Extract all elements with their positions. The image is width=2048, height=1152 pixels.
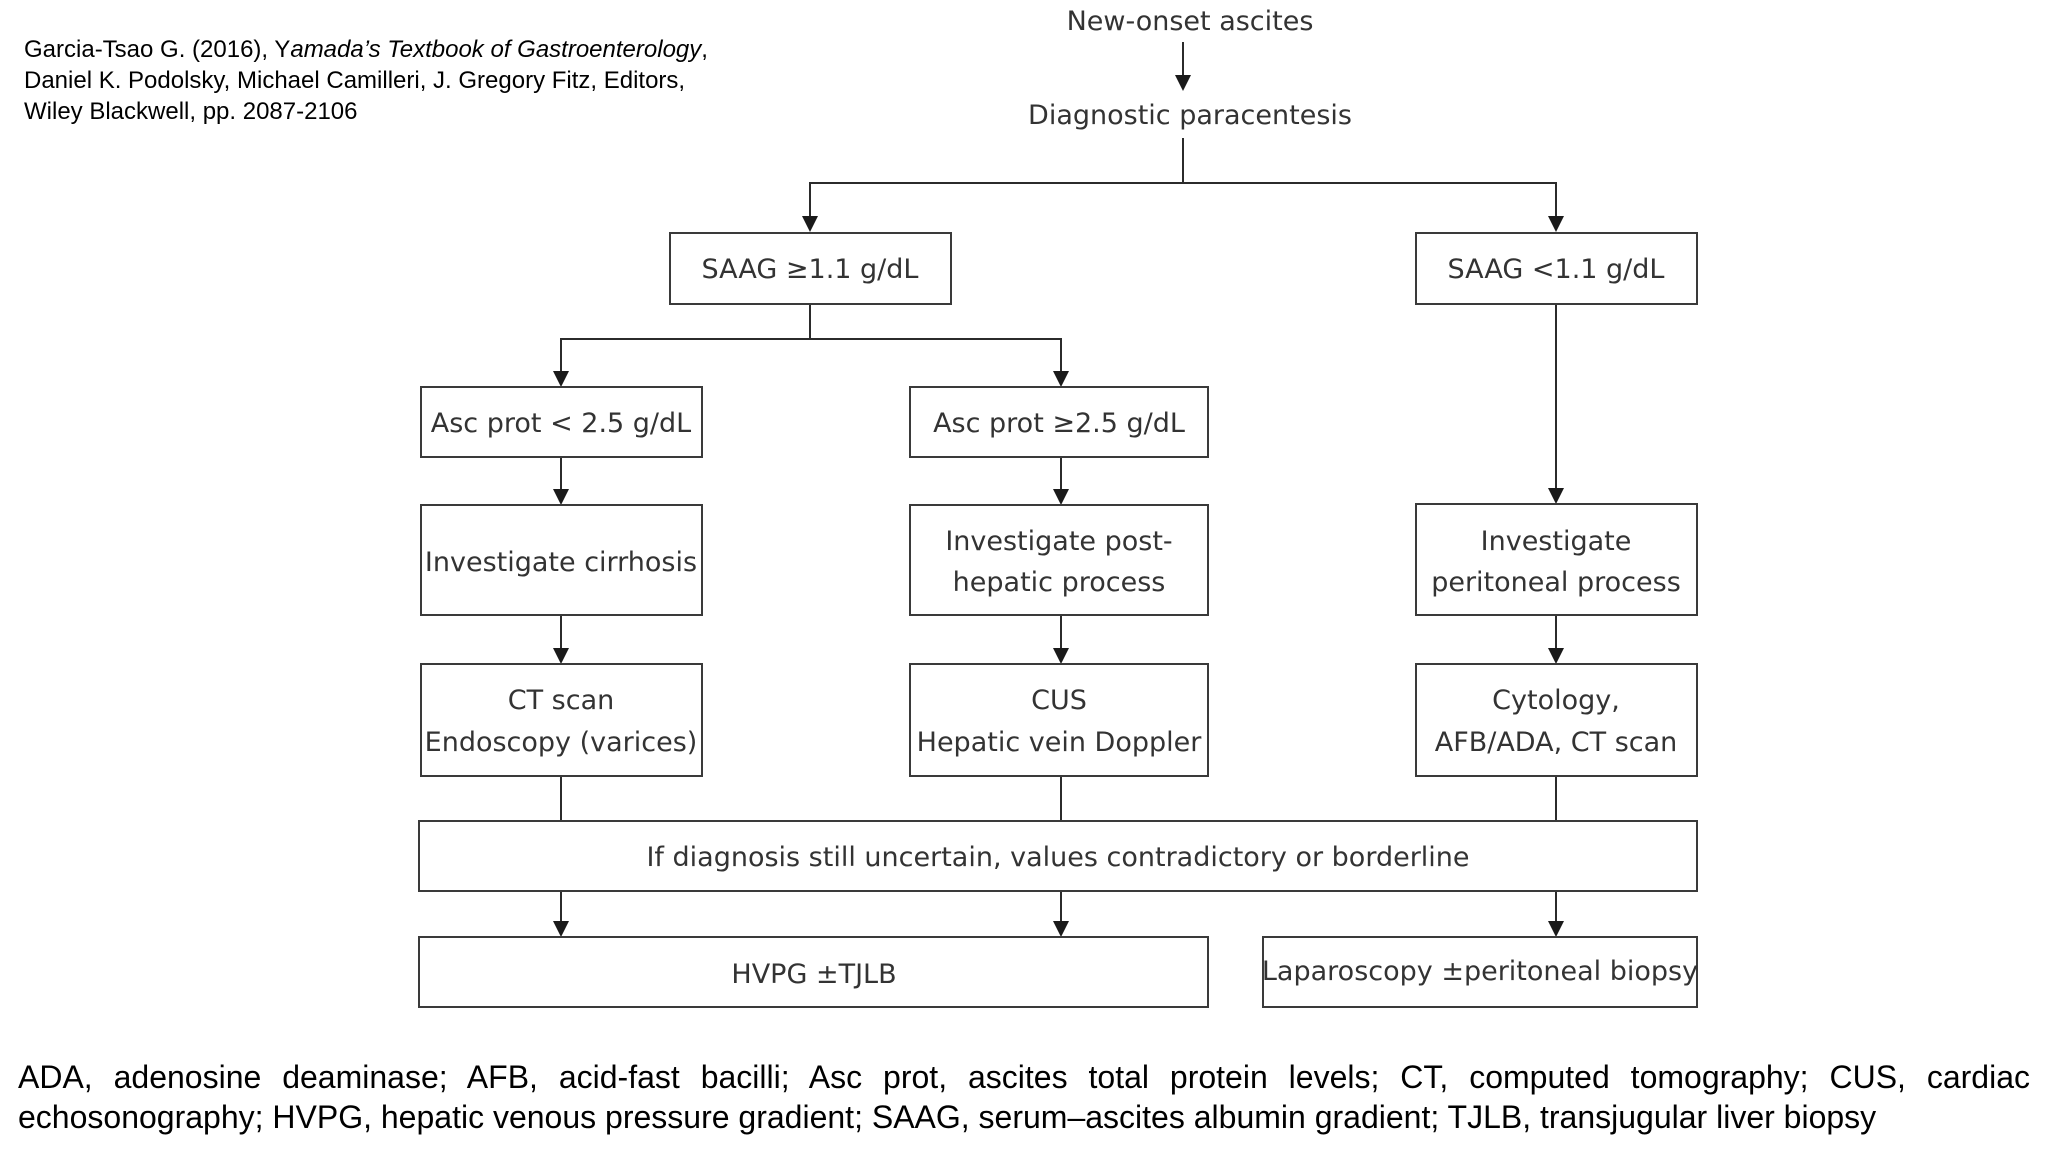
prot-low-box	[420, 386, 703, 458]
saag-low-box	[1415, 232, 1698, 305]
uncertain-box	[418, 820, 1698, 892]
arrowhead-laparoscopy	[1548, 921, 1564, 937]
laparoscopy-label: Laparoscopy ±peritoneal biopsy	[1262, 956, 1698, 987]
cirrhosis-label: Investigate cirrhosis	[425, 547, 697, 578]
arrowhead-cytology	[1548, 648, 1564, 664]
peritoneal-box	[1415, 503, 1698, 616]
hvpg-label: HVPG ±TJLB	[731, 959, 896, 990]
edge-split-to-saag-low	[1183, 182, 1557, 217]
cytology-label: Cytology,	[1492, 685, 1620, 716]
saag-low-label: SAAG <1.1 g/dL	[1448, 254, 1665, 285]
arrowhead-saag-low	[1548, 216, 1564, 232]
peritoneal-label-line-2: peritoneal process	[1431, 567, 1681, 598]
prot-low-label: Asc prot < 2.5 g/dL	[431, 408, 691, 439]
arrowhead-hvpg-left	[553, 921, 569, 937]
citation-comma: ,	[701, 36, 708, 63]
arrowhead-peritoneal	[1548, 488, 1564, 504]
arrowhead-ct	[553, 648, 569, 664]
arrowhead-prot-high	[1053, 371, 1069, 387]
diagnostic-paracentesis-label: Diagnostic paracentesis	[1028, 100, 1352, 131]
saag-high-box	[669, 232, 952, 305]
ct-scan-label: CT scan	[508, 685, 615, 716]
arrowheads	[553, 75, 1564, 937]
cirrhosis-box	[420, 504, 703, 616]
cus-doppler-box	[909, 663, 1209, 777]
edge-saag-high-split	[560, 304, 811, 373]
hepatic-vein-doppler-label: Hepatic vein Doppler	[917, 727, 1203, 758]
citation-editors: Daniel K. Podolsky, Michael Camilleri, J…	[24, 67, 686, 94]
hvpg-box	[418, 936, 1209, 1008]
edge-paracentesis-split	[809, 138, 1184, 217]
new-onset-ascites-label: New-onset ascites	[1067, 6, 1314, 37]
cus-label: CUS	[1031, 685, 1087, 716]
ascites-flowchart: New-onset ascites Diagnostic paracentesi…	[418, 6, 1698, 1008]
arrowhead-paracentesis	[1175, 75, 1191, 91]
prot-high-box	[909, 386, 1209, 458]
posthepatic-label-line-2: hepatic process	[953, 567, 1166, 598]
edge-split-to-prot-high	[810, 338, 1062, 373]
prot-high-label: Asc prot ≥2.5 g/dL	[933, 408, 1185, 439]
arrowhead-cus	[1053, 648, 1069, 664]
citation-publisher: Wiley Blackwell, pp. 2087-2106	[24, 98, 358, 125]
saag-high-label: SAAG ≥1.1 g/dL	[702, 254, 919, 285]
afb-ada-ct-label: AFB/ADA, CT scan	[1435, 727, 1678, 758]
cytology-box	[1415, 663, 1698, 777]
citation: Garcia-Tsao G. (2016), Yamada’s Textbook…	[24, 34, 784, 127]
uncertain-label: If diagnosis still uncertain, values con…	[646, 842, 1469, 873]
posthepatic-label-line-1: Investigate post-	[945, 526, 1172, 557]
posthepatic-box	[909, 504, 1209, 616]
abbreviations-legend: ADA, adenosine deaminase; AFB, acid-fast…	[18, 1059, 2030, 1135]
arrowhead-saag-high	[802, 216, 818, 232]
ct-endoscopy-box	[420, 663, 703, 777]
arrowhead-hvpg-right	[1053, 921, 1069, 937]
laparoscopy-box	[1262, 936, 1698, 1008]
arrowhead-cirrhosis	[553, 489, 569, 505]
arrowhead-prot-low	[553, 371, 569, 387]
citation-book-title: amada’s Textbook of Gastroenterology	[290, 36, 702, 63]
connectors	[560, 42, 1557, 927]
peritoneal-label-line-1: Investigate	[1481, 526, 1632, 557]
endoscopy-label: Endoscopy (varices)	[425, 727, 698, 758]
citation-line-1: Garcia-Tsao G. (2016), Yamada’s Textbook…	[24, 34, 784, 65]
citation-author: Garcia-Tsao G. (2016), Y	[24, 36, 291, 63]
arrowhead-posthepatic	[1053, 489, 1069, 505]
